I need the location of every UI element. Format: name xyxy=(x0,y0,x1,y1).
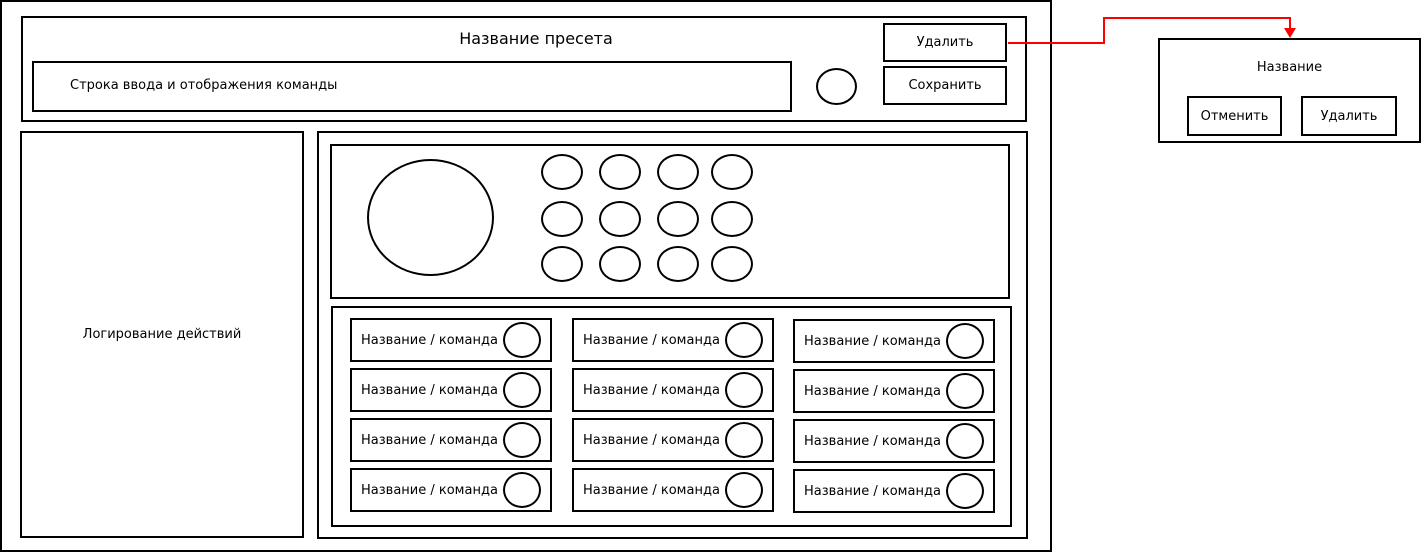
command-button-2[interactable]: Название / команда xyxy=(572,318,774,362)
dialog-cancel-button[interactable]: Отменить xyxy=(1187,96,1282,136)
keypad-button-9[interactable] xyxy=(541,246,583,282)
command-input-field[interactable]: Строка ввода и отображения команды xyxy=(32,61,792,112)
keypad-button-10[interactable] xyxy=(599,246,641,282)
command-indicator-icon xyxy=(725,472,763,508)
command-label: Название / команда xyxy=(804,433,941,449)
command-label: Название / команда xyxy=(361,432,498,448)
command-indicator-icon xyxy=(946,373,984,409)
command-indicator-icon xyxy=(725,422,763,458)
command-button-11[interactable]: Название / команда xyxy=(572,468,774,512)
joystick-control[interactable] xyxy=(367,159,494,276)
command-send-button[interactable] xyxy=(816,68,857,105)
keypad-button-4[interactable] xyxy=(711,154,753,190)
command-indicator-icon xyxy=(946,423,984,459)
keypad-button-6[interactable] xyxy=(599,201,641,237)
keypad-button-5[interactable] xyxy=(541,201,583,237)
command-button-1[interactable]: Название / команда xyxy=(350,318,552,362)
command-label: Название / команда xyxy=(583,382,720,398)
command-indicator-icon xyxy=(503,372,541,408)
connector-arrowhead xyxy=(1284,28,1296,38)
command-label: Название / команда xyxy=(804,483,941,499)
save-button[interactable]: Сохранить xyxy=(883,66,1007,105)
preset-title: Название пресета xyxy=(459,28,613,48)
keypad-button-12[interactable] xyxy=(711,246,753,282)
command-label: Название / команда xyxy=(361,382,498,398)
keypad-button-2[interactable] xyxy=(599,154,641,190)
keypad-button-1[interactable] xyxy=(541,154,583,190)
dialog-delete-button[interactable]: Удалить xyxy=(1301,96,1397,136)
command-button-3[interactable]: Название / команда xyxy=(793,319,995,363)
command-indicator-icon xyxy=(503,322,541,358)
command-indicator-icon xyxy=(503,422,541,458)
command-indicator-icon xyxy=(503,472,541,508)
keypad-button-3[interactable] xyxy=(657,154,699,190)
command-button-6[interactable]: Название / команда xyxy=(793,369,995,413)
command-button-7[interactable]: Название / команда xyxy=(350,418,552,462)
command-indicator-icon xyxy=(946,473,984,509)
command-label: Название / команда xyxy=(583,482,720,498)
command-button-12[interactable]: Название / команда xyxy=(793,469,995,513)
command-indicator-icon xyxy=(725,372,763,408)
keypad-button-8[interactable] xyxy=(711,201,753,237)
command-label: Название / команда xyxy=(361,332,498,348)
command-button-5[interactable]: Название / команда xyxy=(572,368,774,412)
command-label: Название / команда xyxy=(804,333,941,349)
command-label: Название / команда xyxy=(804,383,941,399)
action-log-panel: Логирование действий xyxy=(20,131,304,538)
command-label: Название / команда xyxy=(583,332,720,348)
command-label: Название / команда xyxy=(583,432,720,448)
command-button-4[interactable]: Название / команда xyxy=(350,368,552,412)
command-button-9[interactable]: Название / команда xyxy=(793,419,995,463)
keypad-button-11[interactable] xyxy=(657,246,699,282)
command-button-8[interactable]: Название / команда xyxy=(572,418,774,462)
command-button-10[interactable]: Название / команда xyxy=(350,468,552,512)
command-indicator-icon xyxy=(946,323,984,359)
keypad-button-7[interactable] xyxy=(657,201,699,237)
command-input-text: Строка ввода и отображения команды xyxy=(70,78,338,93)
command-label: Название / команда xyxy=(361,482,498,498)
command-indicator-icon xyxy=(725,322,763,358)
delete-button[interactable]: Удалить xyxy=(883,23,1007,62)
dialog-title: Название xyxy=(1256,59,1323,75)
